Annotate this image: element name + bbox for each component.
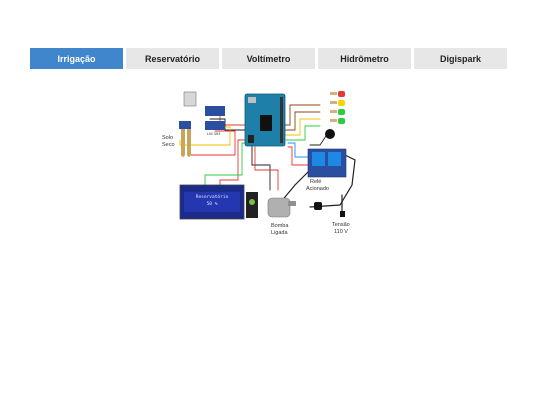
tab-irrigacao[interactable]: Irrigação <box>30 48 123 69</box>
label-rele-line2: Acionado <box>306 186 329 192</box>
label-bomba-line2: Ligada <box>271 230 288 236</box>
label-tensao-line2: 110 V <box>334 229 348 235</box>
lcd-line1: Reservatório <box>195 195 229 200</box>
tab-hidrometro[interactable]: Hidrômetro <box>318 48 411 69</box>
tab-reservatorio[interactable]: Reservatório <box>126 48 219 69</box>
irrigation-circuit-diagram: Solo Seco LM 393 Relé Acionado Bomba Lig… <box>160 85 370 245</box>
tab-digispark[interactable]: Digispark <box>414 48 507 69</box>
tab-voltimetro[interactable]: Voltímetro <box>222 48 315 69</box>
label-tensao-line1: Tensão <box>332 222 350 228</box>
label-bomba-line1: Bomba <box>271 223 289 229</box>
circuit-illustration <box>179 91 356 220</box>
label-rele-line1: Relé <box>310 179 322 185</box>
label-solo-line2: Seco <box>162 142 175 148</box>
label-solo-line1: Solo <box>162 135 174 141</box>
lcd-line2: 50 % <box>206 202 218 207</box>
label-sensor-chip: LM 393 <box>207 131 221 136</box>
tab-bar: Irrigação Reservatório Voltímetro Hidrôm… <box>30 48 507 69</box>
